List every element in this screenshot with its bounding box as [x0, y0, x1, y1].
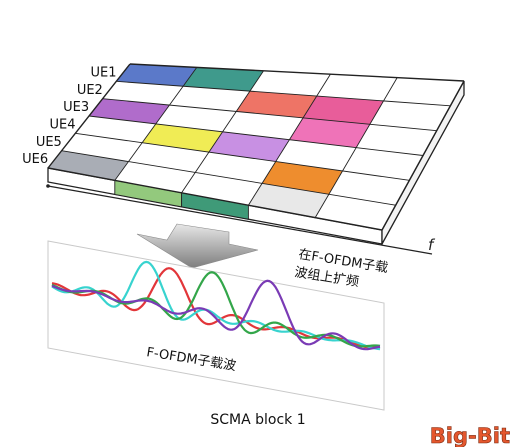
- grid-row-line: [47, 167, 383, 231]
- grid-row-line: [102, 98, 437, 132]
- grid-col-line: [248, 73, 331, 206]
- grid-cell-ue4: [208, 131, 290, 162]
- ue-label: UE1: [90, 66, 116, 81]
- ue-label: UE5: [36, 135, 62, 150]
- grid-lines: [47, 63, 465, 231]
- grid-row-line: [88, 115, 424, 156]
- wave-cyan: [51, 260, 381, 351]
- resource-grid: [47, 63, 465, 245]
- subcarrier-waves: [51, 260, 381, 351]
- grid-col-line: [381, 80, 465, 231]
- ue-label: UE4: [49, 118, 75, 133]
- grid-cell-ue3: [89, 98, 170, 124]
- grid-col-line: [314, 77, 398, 218]
- grid-row-line: [129, 63, 465, 82]
- wave-purple: [51, 279, 381, 351]
- grid-cell-ue2: [303, 96, 384, 125]
- grid-col-line: [114, 67, 198, 181]
- grid-cell-ue2: [236, 91, 317, 118]
- spreading-arrow: [136, 223, 259, 269]
- grid-cell-ue6: [48, 150, 129, 181]
- wave-red: [51, 267, 380, 349]
- ue-label: UE3: [63, 100, 89, 115]
- frequency-axis: f: [46, 184, 436, 255]
- ue-label: UE6: [22, 152, 48, 167]
- grid-row-line: [116, 80, 451, 107]
- grid-cell-ue4: [142, 123, 223, 153]
- grid-cell-ue6: [248, 183, 329, 218]
- grid-cell-ue1: [183, 67, 264, 92]
- watermark-logo: Big-Bit: [430, 424, 510, 447]
- grid-cell-ue1: [116, 64, 197, 87]
- grid-col-line: [181, 70, 264, 194]
- grid-cells: [48, 64, 464, 230]
- frequency-axis-label: f: [428, 236, 436, 254]
- grid-col-line: [47, 63, 131, 169]
- grid-row-line: [75, 132, 410, 181]
- grid-cell-ue3: [289, 117, 370, 148]
- block-caption: SCMA block 1: [210, 412, 305, 428]
- grid-cell-ue5: [262, 161, 343, 195]
- grid-row-line: [61, 150, 396, 206]
- ue-label: UE2: [77, 83, 103, 98]
